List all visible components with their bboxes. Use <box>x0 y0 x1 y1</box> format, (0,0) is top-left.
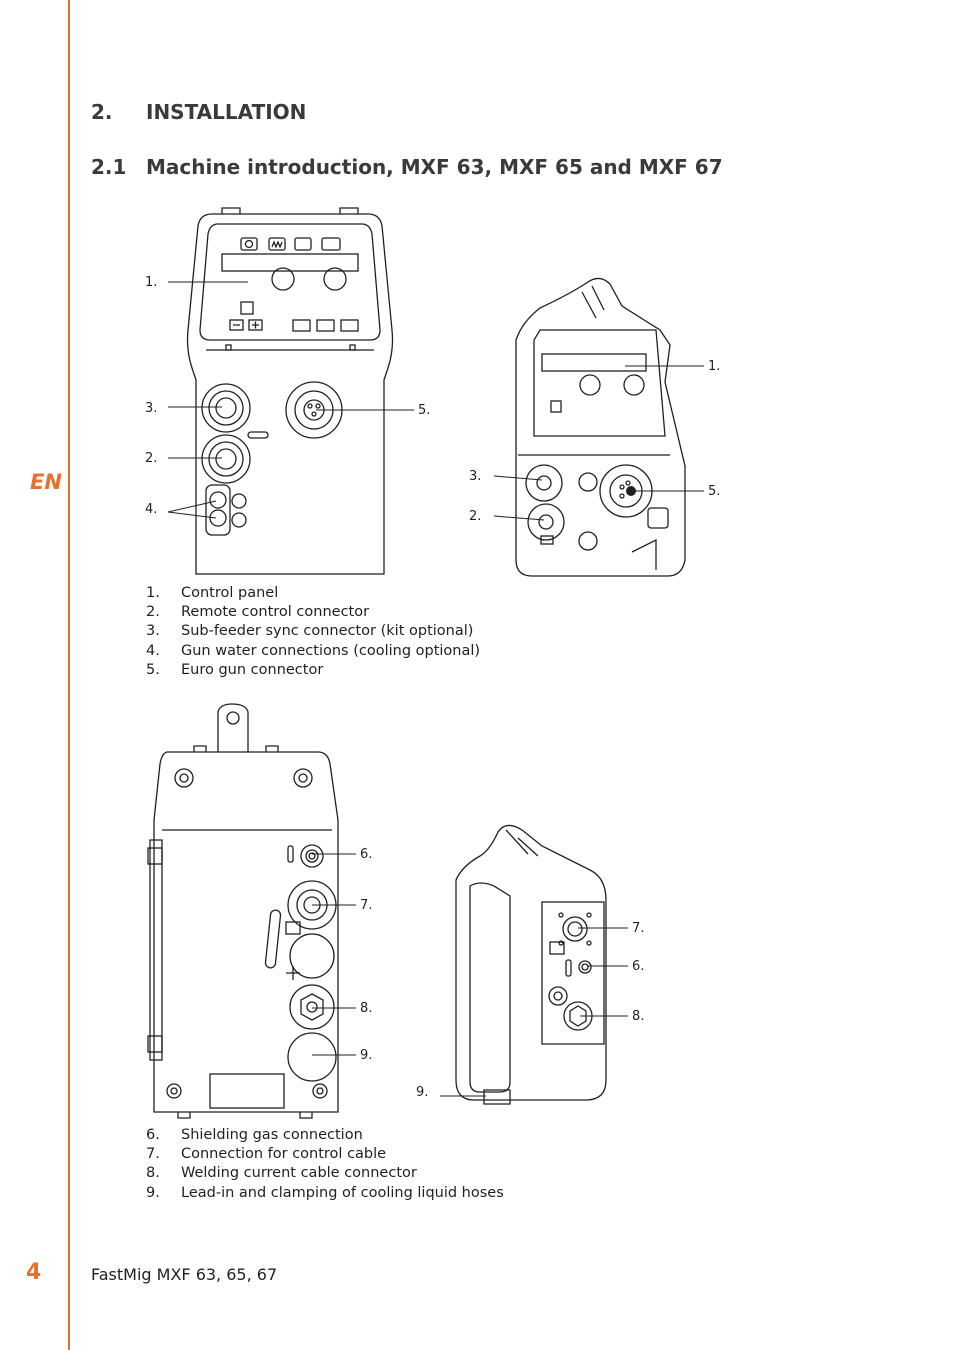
parts-list-2: 6.Shielding gas connection 7.Connection … <box>146 1126 504 1203</box>
callout-7: 7. <box>360 898 372 913</box>
callout-9: 9. <box>360 1048 372 1063</box>
footer-title: FastMig MXF 63, 65, 67 <box>91 1265 278 1284</box>
figure-front-view: 1. 3. 5. 2. 4. <box>145 207 430 575</box>
callout-9: 9. <box>416 1085 428 1100</box>
list-item: 4.Gun water connections (cooling optiona… <box>146 642 481 659</box>
language-tab: EN <box>30 470 62 494</box>
section-heading: 2.INSTALLATION <box>91 100 307 124</box>
callout-6: 6. <box>632 959 644 974</box>
list-item: 3.Sub-feeder sync connector (kit optiona… <box>146 623 474 640</box>
callout-6: 6. <box>360 847 372 862</box>
callout-3: 3. <box>145 401 157 416</box>
callout-1: 1. <box>708 359 720 374</box>
list-item: 2.Remote control connector <box>146 604 370 621</box>
figure-rear-view: 6. 7. 8. 9. <box>147 703 372 1119</box>
list-item: 5.Euro gun connector <box>146 661 324 678</box>
margin-rule <box>68 0 70 1350</box>
callout-5: 5. <box>708 484 720 499</box>
page-number: 4 <box>26 1260 42 1285</box>
list-item: 1.Control panel <box>146 585 279 601</box>
figure-angled-view: 1. 3. 5. 2. <box>469 277 720 577</box>
callout-7: 7. <box>632 921 644 936</box>
parts-list-1: 1.Control panel 2.Remote control connect… <box>146 584 480 680</box>
callout-2: 2. <box>469 509 481 524</box>
list-item: 9.Lead-in and clamping of cooling liquid… <box>146 1184 504 1201</box>
figure-angled-rear-view: 7. 6. 8. 9. <box>416 824 644 1105</box>
callout-3: 3. <box>469 469 481 484</box>
list-item: 6.Shielding gas connection <box>146 1127 363 1143</box>
list-item: 7.Connection for control cable <box>146 1146 387 1163</box>
callout-1: 1. <box>145 275 157 290</box>
list-item: 8.Welding current cable connector <box>146 1165 417 1182</box>
callout-2: 2. <box>145 451 157 466</box>
callout-5: 5. <box>418 403 430 418</box>
callout-4: 4. <box>145 502 157 517</box>
callout-8: 8. <box>632 1009 644 1024</box>
callout-8: 8. <box>360 1001 372 1016</box>
